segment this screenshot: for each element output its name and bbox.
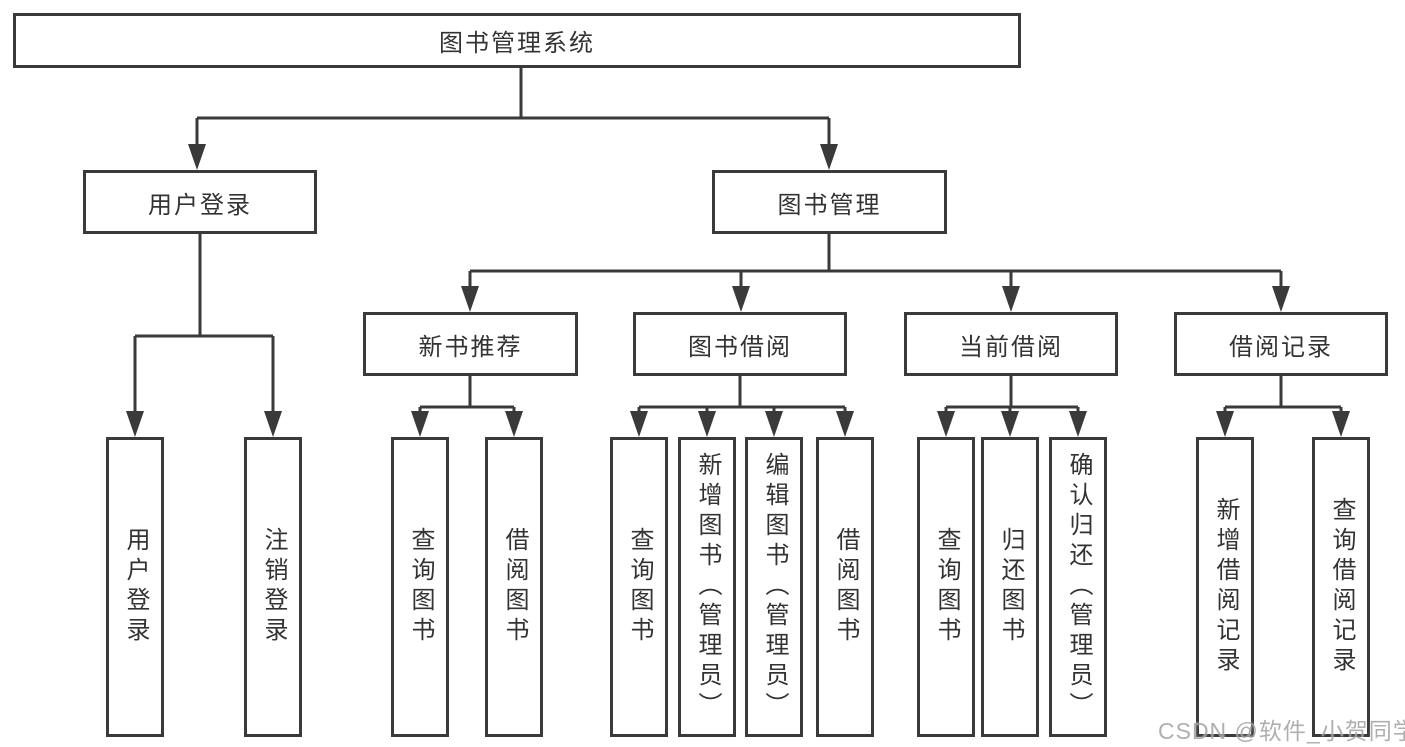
leaf-query-books-recommend: 查询图书 — [391, 437, 449, 737]
leaf-label: 查询图书 — [626, 527, 653, 647]
leaf-label: 注销登录 — [260, 527, 287, 647]
leaf-query-books-borrowing: 查询图书 — [610, 437, 668, 737]
node-new-book-recommendation: 新书推荐 — [363, 312, 578, 376]
leaf-logout: 注销登录 — [244, 437, 302, 737]
leaf-user-login: 用户登录 — [106, 437, 164, 737]
leaf-label: 借阅图书 — [501, 527, 528, 647]
leaf-label: 借阅图书 — [832, 527, 859, 647]
leaf-edit-books-admin: 编辑图书（管理员） — [745, 437, 803, 737]
leaf-borrow-books-recommend: 借阅图书 — [485, 437, 543, 737]
node-book-borrowing: 图书借阅 — [633, 312, 847, 376]
leaf-borrow-books-borrowing: 借阅图书 — [816, 437, 874, 737]
node-borrowing-records: 借阅记录 — [1174, 312, 1388, 376]
leaf-label: 确认归还（管理员） — [1065, 452, 1092, 722]
node-label: 新书推荐 — [418, 333, 523, 361]
node-book-management: 图书管理 — [712, 170, 947, 234]
leaf-confirm-return-admin: 确认归还（管理员） — [1049, 437, 1107, 737]
leaf-label: 新增借阅记录 — [1212, 497, 1239, 677]
node-user-login: 用户登录 — [83, 170, 317, 234]
leaf-query-books-current: 查询图书 — [917, 437, 975, 737]
node-current-borrowing: 当前借阅 — [904, 312, 1118, 376]
leaf-return-books: 归还图书 — [981, 437, 1039, 737]
leaf-label: 查询借阅记录 — [1328, 497, 1355, 677]
leaf-label: 查询图书 — [407, 527, 434, 647]
node-label: 图书管理系统 — [439, 30, 595, 57]
node-library-management-system: 图书管理系统 — [13, 13, 1021, 68]
leaf-label: 编辑图书（管理员） — [761, 452, 788, 722]
node-label: 图书借阅 — [688, 333, 792, 361]
leaf-label: 查询图书 — [933, 527, 960, 647]
leaf-label: 用户登录 — [122, 527, 149, 647]
node-label: 图书管理 — [777, 191, 882, 219]
leaf-add-books-admin: 新增图书（管理员） — [678, 437, 736, 737]
watermark: CSDN @软件_小贺同学 — [1158, 718, 1405, 744]
leaf-add-borrow-record: 新增借阅记录 — [1196, 437, 1254, 737]
leaf-query-borrow-record: 查询借阅记录 — [1312, 437, 1370, 737]
node-label: 用户登录 — [148, 191, 252, 219]
node-label: 当前借阅 — [959, 333, 1063, 361]
leaf-label: 归还图书 — [997, 527, 1024, 647]
node-label: 借阅记录 — [1229, 333, 1333, 361]
leaf-label: 新增图书（管理员） — [694, 452, 721, 722]
